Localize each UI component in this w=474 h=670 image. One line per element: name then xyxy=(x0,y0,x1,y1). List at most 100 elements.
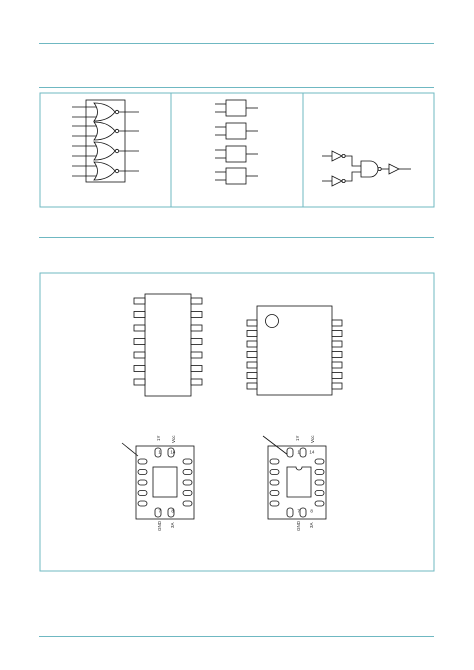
so14-package xyxy=(144,293,192,397)
square-pin-right-10 xyxy=(331,361,343,369)
qfn-right-pin14-name: Vcc xyxy=(310,435,315,443)
qfn-left-pin7-name: GND xyxy=(157,520,162,531)
square-pin-right-12 xyxy=(331,340,343,348)
qfn-left-pin1-label: 1 xyxy=(158,450,161,455)
nor-gate-1 xyxy=(72,102,139,122)
square-pin-left-7 xyxy=(246,382,258,390)
so14-pin-left-1 xyxy=(133,297,146,305)
qfn-pin-left-3 xyxy=(269,469,280,475)
qfn-pin-8 xyxy=(167,507,175,518)
section-rule-middle xyxy=(39,237,434,238)
qfn-left-pin14-label: 14 xyxy=(170,450,176,455)
nor-gate-body xyxy=(93,121,116,141)
nor-gate-array xyxy=(85,99,126,183)
qfn-pin-14 xyxy=(299,447,307,458)
iec-box-3 xyxy=(215,145,258,163)
qfn-pin-left-5 xyxy=(137,490,148,496)
nor-gate-body xyxy=(93,102,116,122)
qfn-pin-left-4 xyxy=(269,479,280,486)
nor-gate-body xyxy=(93,141,116,161)
qfn-right-pin7-label: 7 xyxy=(297,509,300,514)
qfn-left-pin14-name: Vcc xyxy=(171,435,176,443)
nor-gate-bubble xyxy=(114,128,120,134)
qfn-right-pin8-label: 8 xyxy=(310,509,313,514)
so14-pin-left-6 xyxy=(133,365,146,372)
input-buffer-a xyxy=(322,150,361,167)
square-pin-left-1 xyxy=(246,319,258,327)
qfn-pin-right-10 xyxy=(182,490,193,496)
iec-box-body xyxy=(225,167,247,185)
qfn-pin-left-2 xyxy=(137,458,148,465)
qfn-right-pin8-name: 3A xyxy=(309,522,314,528)
so14-pin-right-13 xyxy=(190,311,203,318)
section-rule-top xyxy=(39,87,434,88)
qfn-pin-left-6 xyxy=(137,500,148,507)
pin1-indicator-line xyxy=(121,442,139,457)
square-pin-left-3 xyxy=(246,340,258,348)
nor-gate-bubble xyxy=(114,109,120,115)
qfn-package-left xyxy=(121,442,195,520)
qfn-pin-left-4 xyxy=(137,479,148,486)
qfn-left-labels: 1Y Vcc 1 14 7 8 GND 3A xyxy=(156,435,176,531)
so14-pin-left-2 xyxy=(133,311,146,318)
qfn-left-pin8-label: 8 xyxy=(171,509,174,514)
logic-symbol-panel xyxy=(39,92,435,208)
nor-gate-body xyxy=(93,161,116,181)
iec-box-2 xyxy=(215,122,258,140)
iec-box-1 xyxy=(215,99,258,117)
qfn-package-right xyxy=(262,435,327,520)
square-pin-left-2 xyxy=(246,330,258,337)
input-buffer-b xyxy=(322,171,361,187)
so14-pin-left-5 xyxy=(133,351,146,359)
qfn-right-pin1-name: 1Y xyxy=(295,435,300,441)
square-package-pins xyxy=(246,319,343,390)
square-package xyxy=(256,305,333,396)
nor-gates xyxy=(72,102,139,181)
qfn-pin-7 xyxy=(286,507,294,518)
qfn-right-pin14-label: 14 xyxy=(309,450,315,455)
qfn-pin-right-13 xyxy=(314,458,325,465)
qfn-pin-8 xyxy=(299,507,307,518)
square-pin-right-13 xyxy=(331,330,343,337)
square-pin-left-5 xyxy=(246,361,258,369)
so14-pin-right-8 xyxy=(190,378,203,386)
qfn-right-pin7-name: GND xyxy=(296,520,301,531)
qfn-pin-7 xyxy=(154,507,162,518)
so14-pins xyxy=(133,297,203,386)
qfn-pin-1 xyxy=(286,447,294,458)
square-pin-right-8 xyxy=(331,382,343,390)
output-buffer xyxy=(388,163,411,175)
square-pin-right-11 xyxy=(331,351,343,358)
exposed-pad xyxy=(152,466,178,498)
iec-box-body xyxy=(225,145,247,163)
so14-pin-left-7 xyxy=(133,378,146,386)
so14-pin-right-9 xyxy=(190,365,203,372)
qfn-pin-right-11 xyxy=(314,479,325,486)
so14-pin-right-11 xyxy=(190,338,203,345)
square-pin-left-4 xyxy=(246,351,258,358)
iec-symbol-boxes xyxy=(215,99,258,185)
qfn-pin-left-2 xyxy=(269,458,280,465)
footer-rule xyxy=(39,636,434,637)
qfn-right-pin1-label: 1 xyxy=(297,450,300,455)
so14-pin-right-14 xyxy=(190,297,203,305)
iec-box-4 xyxy=(215,167,258,185)
qfn-right-labels: 1Y Vcc 1 14 7 8 GND 3A xyxy=(295,435,315,531)
qfn-pin-right-13 xyxy=(182,458,193,465)
so14-pin-left-4 xyxy=(133,338,146,345)
qfn-left-pin1-name: 1Y xyxy=(156,435,161,441)
so14-pin-right-12 xyxy=(190,324,203,332)
qfn-pin-left-5 xyxy=(269,490,280,496)
qfn-pin-right-11 xyxy=(182,479,193,486)
qfn-pin-right-12 xyxy=(182,469,193,475)
iec-box-body xyxy=(225,99,247,117)
nor-gate-4 xyxy=(72,161,139,181)
so14-pin-right-10 xyxy=(190,351,203,359)
qfn-left-pin8-name: 3A xyxy=(170,522,175,528)
square-pin-right-9 xyxy=(331,372,343,379)
qfn-pin-left-6 xyxy=(269,500,280,507)
nor-gate-2 xyxy=(72,121,139,141)
qfn-left-pin7-label: 7 xyxy=(158,509,161,514)
nor-gate-bubble xyxy=(114,168,120,174)
